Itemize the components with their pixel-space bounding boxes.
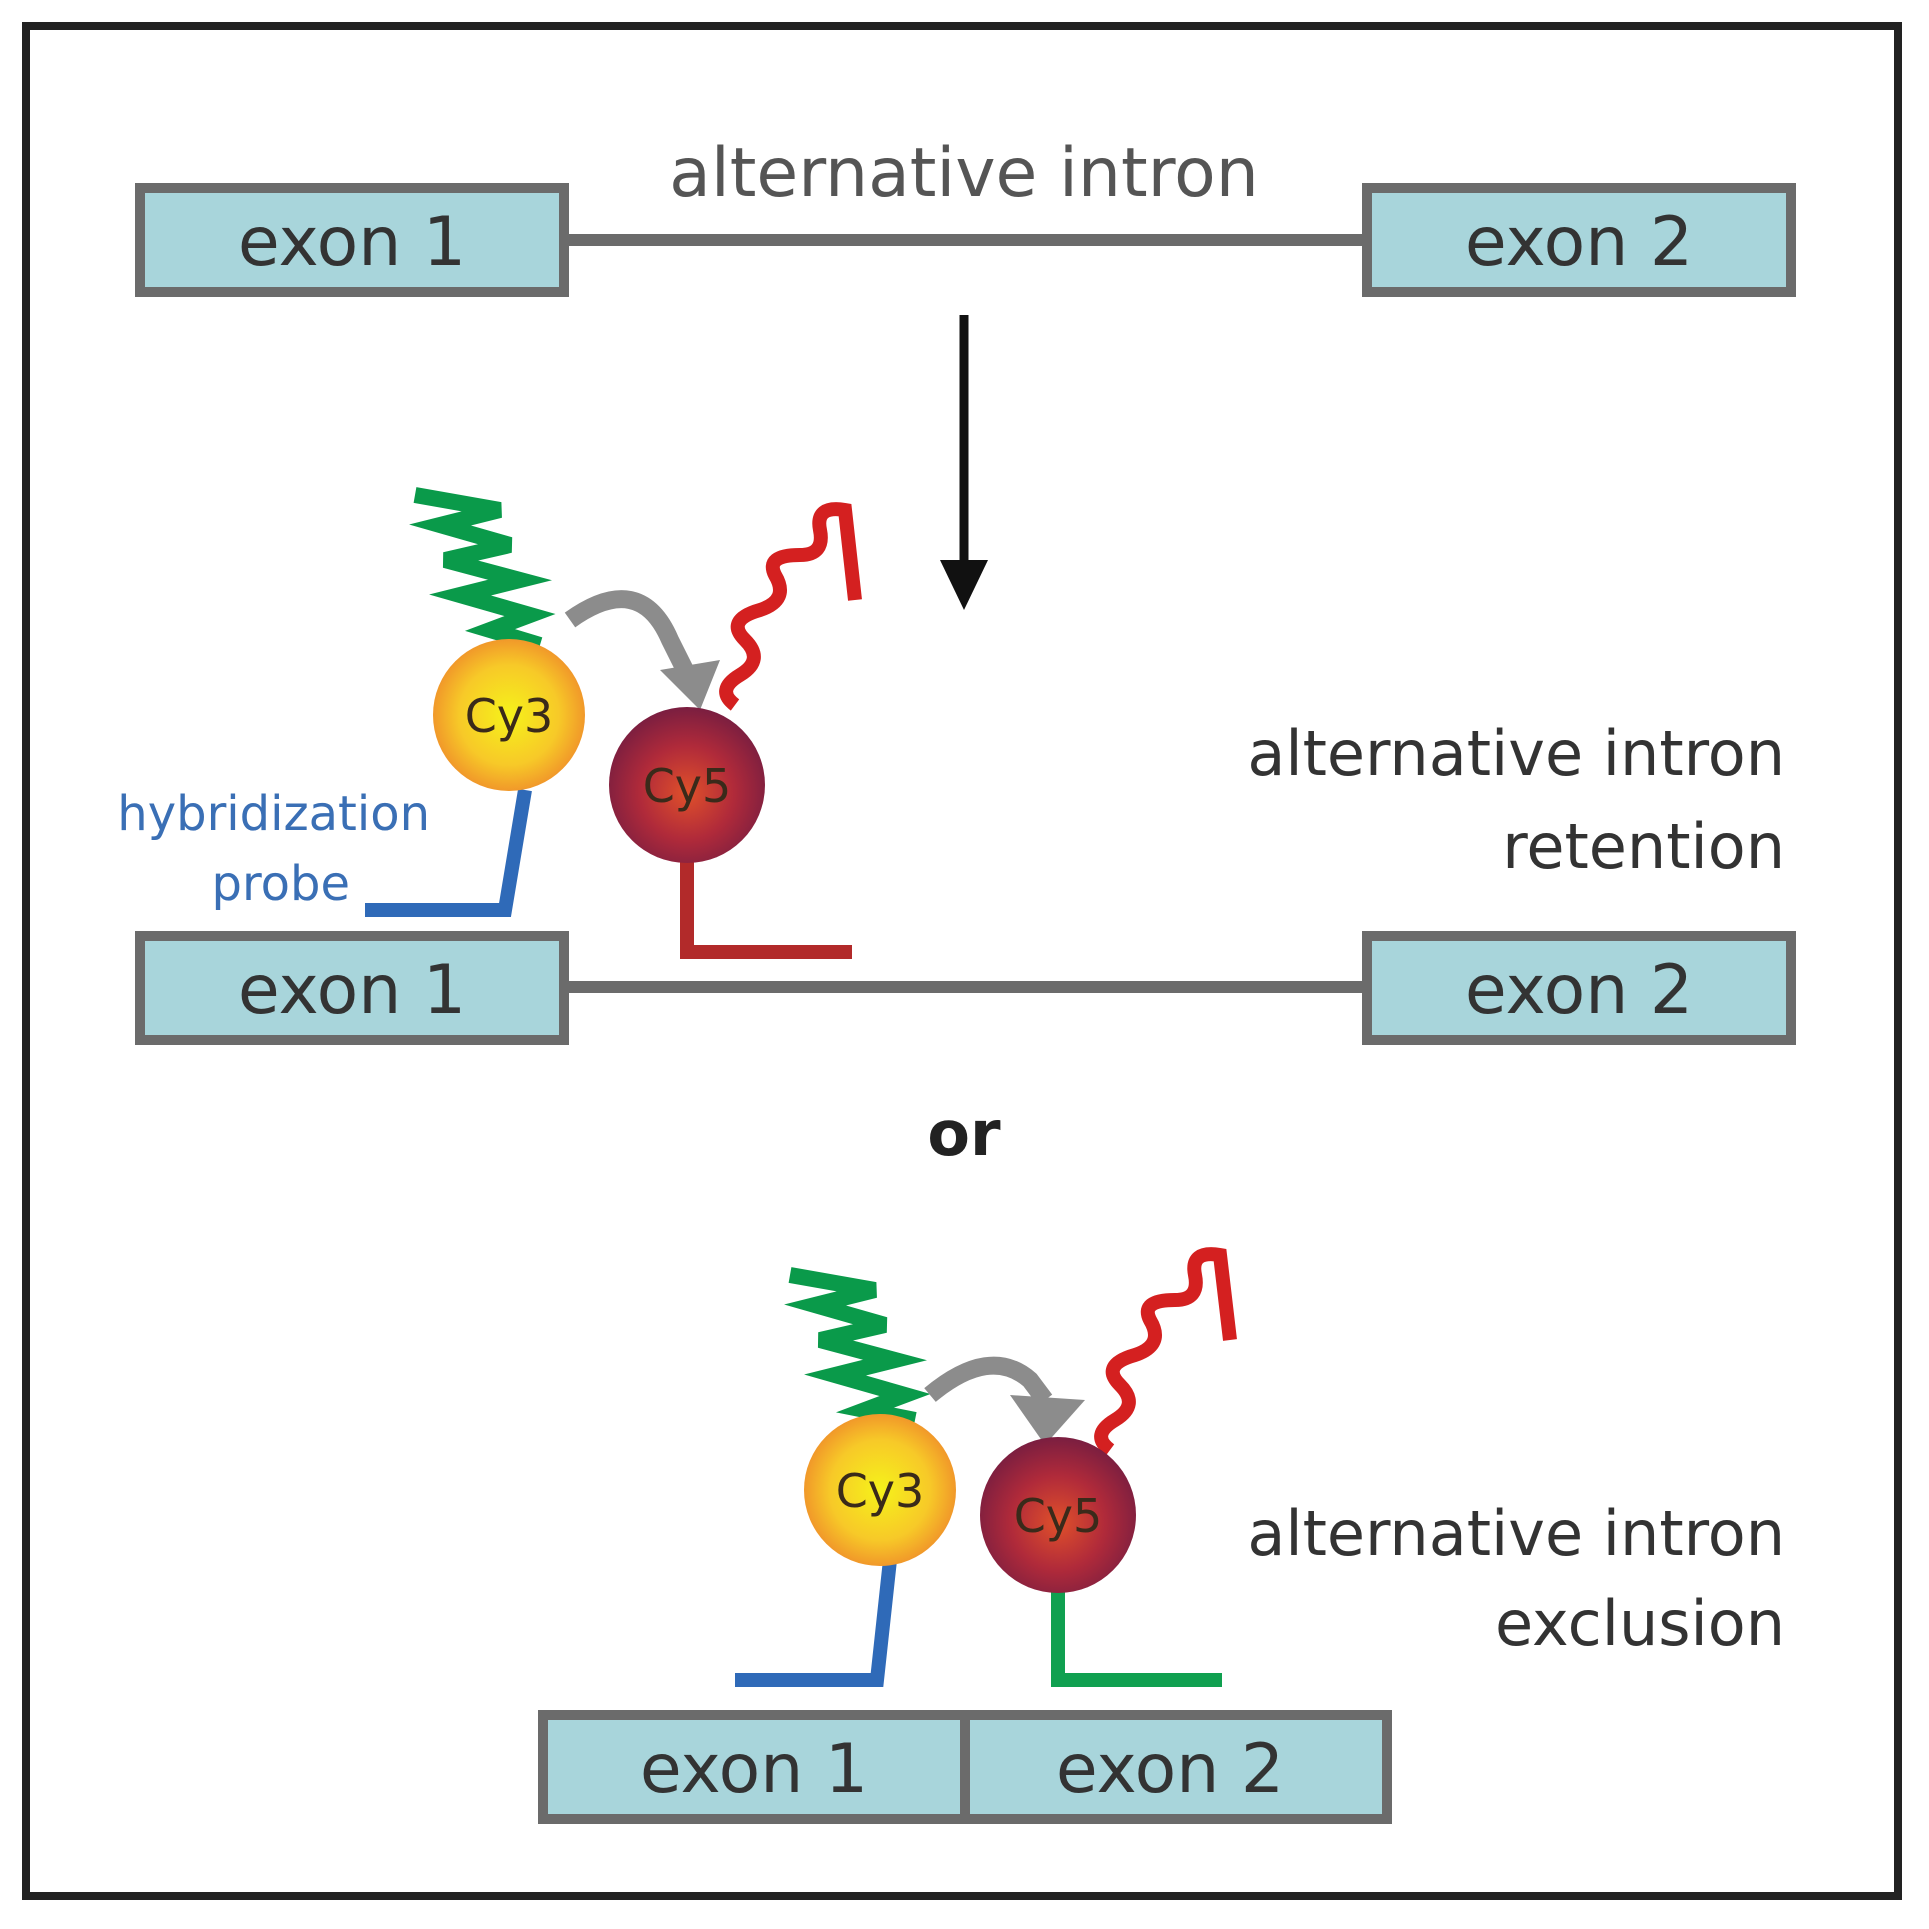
cy5-label: Cy5 [643, 759, 732, 813]
fret-arrowhead [660, 660, 720, 710]
probe-label-line1: hybridization [117, 786, 430, 842]
fret-arrowhead [1010, 1395, 1085, 1445]
exclusion-exon-1-box [538, 1710, 970, 1824]
blue-probe [365, 788, 532, 917]
red-emission-icon [1094, 1247, 1237, 1456]
fret-arrow-icon [564, 590, 699, 685]
cy3-donor-dye [804, 1414, 956, 1566]
exclusion-exon-1-label: exon 1 [640, 1730, 868, 1809]
exclusion-exon-2-label: exon 2 [1056, 1730, 1284, 1809]
retention-label-line2: retention [1502, 810, 1785, 883]
cy3-label: Cy3 [836, 1464, 925, 1518]
green-probe [1051, 1585, 1222, 1687]
cy3-label: Cy3 [465, 689, 554, 743]
retention-exon-2-box [1362, 931, 1796, 1045]
exclusion-label-line2: exclusion [1495, 1587, 1785, 1660]
exclusion-exon-2-box [960, 1710, 1392, 1824]
retention-exon-2-label: exon 2 [1465, 951, 1693, 1030]
exclusion-label-line1: alternative intron [1247, 1497, 1785, 1570]
exon-1-box [135, 183, 569, 297]
green-emission-icon [784, 1267, 931, 1428]
cy5-acceptor-dye [980, 1437, 1136, 1593]
top-pre-mrna: exon 1 exon 2 alternative intron [135, 134, 1796, 297]
cy5-label: Cy5 [1014, 1489, 1103, 1543]
green-emission-icon [409, 487, 556, 653]
exon-2-box [1362, 183, 1796, 297]
exon-1-label: exon 1 [238, 203, 466, 282]
probe-label-line2: probe [211, 856, 350, 912]
blue-probe [735, 1559, 897, 1687]
retention-exon-1-label: exon 1 [238, 951, 466, 1030]
alternative-intron-label: alternative intron [669, 134, 1259, 213]
exclusion-panel: Cy3 Cy5 alternative intron exclusion exo… [538, 1247, 1785, 1824]
fret-arrow-icon [924, 1356, 1053, 1406]
retention-exon-1-box [135, 931, 569, 1045]
cy3-donor-dye [433, 639, 585, 791]
red-probe [680, 855, 852, 959]
retention-panel: Cy3 Cy5 hybridization probe alternative … [117, 487, 1796, 1045]
or-separator: or [927, 1097, 1001, 1170]
exon-2-label: exon 2 [1465, 203, 1693, 282]
down-arrow-icon [940, 315, 988, 610]
red-emission-icon [719, 502, 862, 711]
retention-label-line1: alternative intron [1247, 717, 1785, 790]
cy5-acceptor-dye [609, 707, 765, 863]
